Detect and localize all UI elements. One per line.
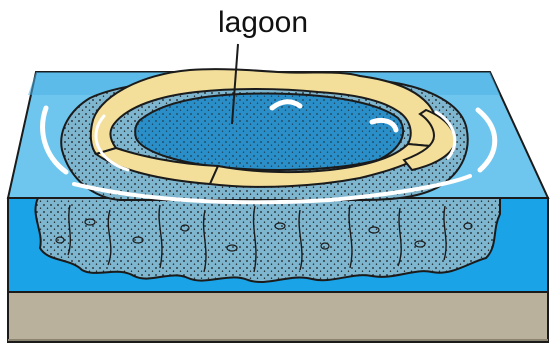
seafloor-layer bbox=[8, 292, 548, 342]
lagoon-label: lagoon bbox=[218, 6, 308, 39]
coral-reef bbox=[35, 198, 500, 282]
lagoon-water bbox=[135, 94, 403, 170]
